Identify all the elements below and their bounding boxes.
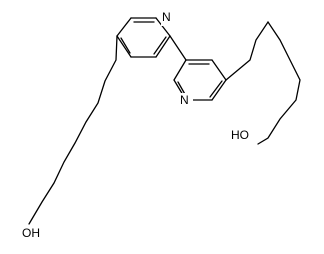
left-hydroxyl-group: OH xyxy=(20,226,44,242)
bond xyxy=(155,35,171,58)
bond xyxy=(116,17,132,37)
left-pyridine-ring xyxy=(116,17,171,58)
left-ring-nitrogen-label: N xyxy=(162,10,171,24)
double-bond-inner xyxy=(120,37,131,54)
right-hydroxyl-label: HO xyxy=(231,128,249,142)
bond xyxy=(173,59,187,81)
left-hydroxyl-label: OH xyxy=(22,226,40,240)
bond xyxy=(155,17,171,37)
right-ring-nitrogen: N xyxy=(179,93,193,109)
double-bond-inner xyxy=(209,80,223,98)
right-alkyl-chain xyxy=(225,20,301,145)
right-hydroxyl-group: HO xyxy=(229,128,255,144)
left-ring-nitrogen: N xyxy=(161,10,175,26)
bond xyxy=(116,35,132,58)
bond xyxy=(211,59,227,81)
inter-ring-bond xyxy=(169,35,187,61)
bond xyxy=(211,79,227,101)
left-alkyl-chain xyxy=(28,35,118,225)
double-bond-inner xyxy=(153,36,167,55)
right-ring-nitrogen-label: N xyxy=(180,93,189,107)
